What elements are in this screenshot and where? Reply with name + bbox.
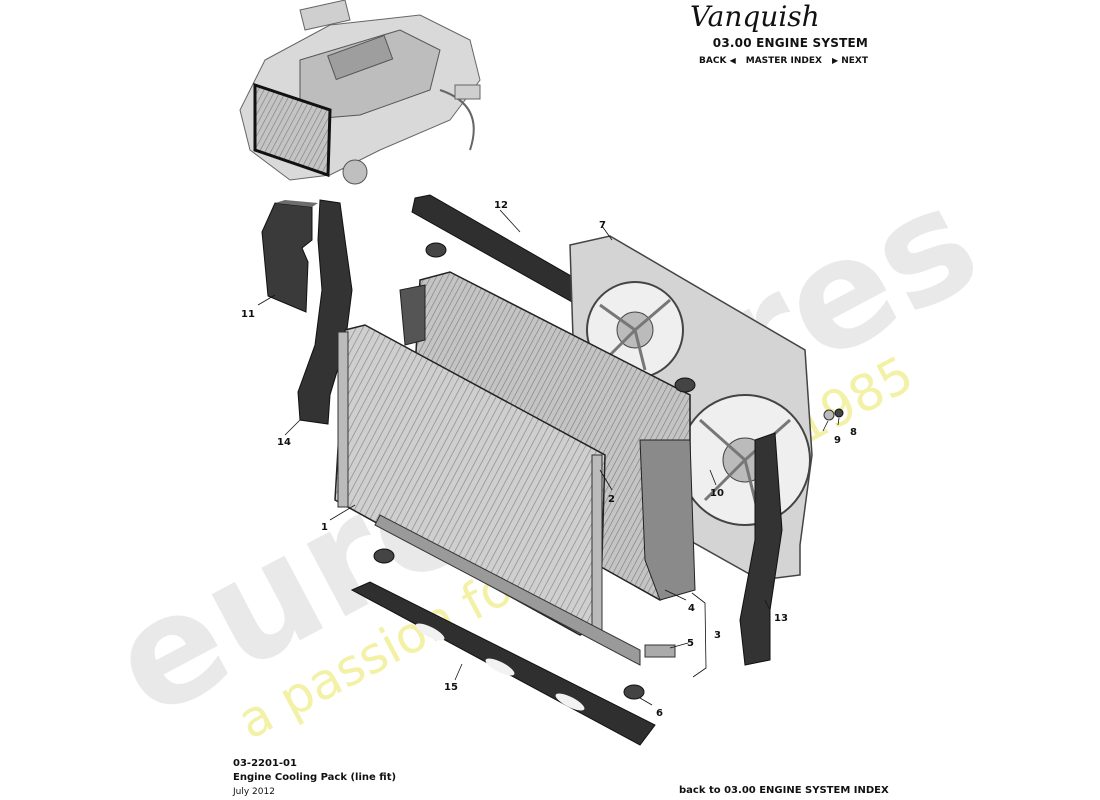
diagram-date: July 2012	[233, 787, 275, 797]
back-link[interactable]: BACK ◀	[699, 56, 736, 66]
part-11-air-duct[interactable]	[261, 200, 318, 313]
callout-4: 4	[688, 603, 695, 614]
part-14-seal[interactable]	[297, 199, 353, 425]
engine-system-index-link[interactable]: back to 03.00 ENGINE SYSTEM INDEX	[679, 785, 889, 796]
callout-14: 14	[277, 437, 291, 448]
callout-9: 9	[834, 435, 841, 446]
part-13-side-seal[interactable]	[739, 432, 783, 666]
part-1-condenser[interactable]	[334, 324, 606, 636]
part-7-fan-shroud[interactable]	[569, 235, 813, 581]
next-arrow-icon: ▶	[831, 56, 839, 65]
leader-lines	[257, 209, 840, 706]
callout-13: 13	[774, 613, 788, 624]
callout-5: 5	[687, 638, 694, 649]
diagram-name: Engine Cooling Pack (line fit)	[233, 772, 397, 783]
part-15-lower-seal[interactable]	[350, 581, 656, 746]
nav-bar: BACK ◀ MASTER INDEX ▶ NEXT	[699, 56, 868, 66]
callouts: 1 2 3 4 5 6 7 8 9 10 11 12 13 14 15	[241, 200, 857, 719]
callout-7: 7	[599, 220, 606, 231]
part-8-9-fixings[interactable]	[823, 408, 844, 421]
callout-8: 8	[850, 427, 857, 438]
next-link[interactable]: ▶ NEXT	[831, 56, 868, 66]
callout-10: 10	[710, 488, 724, 499]
callout-11: 11	[241, 309, 255, 320]
brand-text: Vanquish	[690, 0, 820, 33]
callout-1: 1	[321, 522, 328, 533]
back-arrow-icon: ◀	[729, 56, 736, 65]
section-title: 03.00 ENGINE SYSTEM	[712, 36, 868, 50]
callout-12: 12	[494, 200, 508, 211]
callout-15: 15	[444, 682, 458, 693]
engine-thumbnail	[239, 0, 481, 185]
vanquish-logo: Vanquish	[690, 0, 820, 33]
diagram-code: 03-2201-01	[233, 758, 297, 769]
part-6-mounts[interactable]	[373, 242, 696, 700]
master-index-link[interactable]: MASTER INDEX	[745, 56, 822, 66]
part-5-lower-pipe[interactable]	[374, 514, 676, 666]
callout-3: 3	[714, 630, 721, 641]
callout-2: 2	[608, 494, 615, 505]
callout-6: 6	[656, 708, 663, 719]
